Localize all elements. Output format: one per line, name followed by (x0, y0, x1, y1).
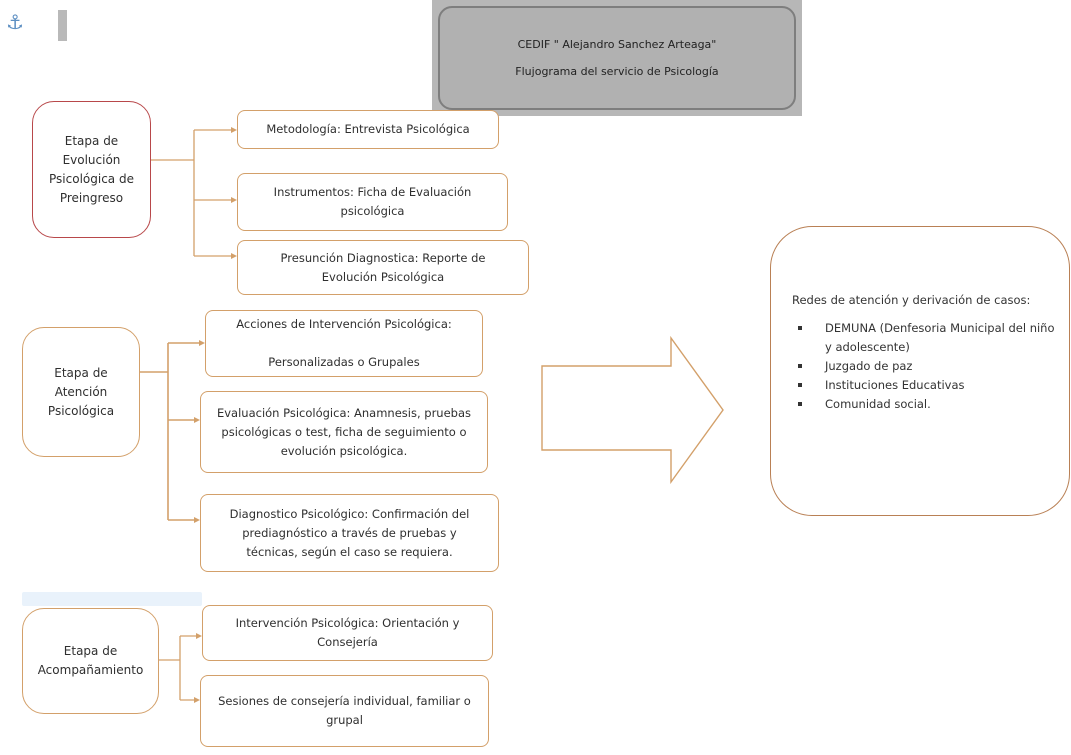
step-text: Presunción Diagnostica: Reporte de Evolu… (280, 250, 486, 284)
step-text: Metodología: Entrevista Psicológica (266, 122, 470, 136)
networks-title: Redes de atención y derivación de casos: (792, 293, 1031, 307)
connector-stage3 (159, 635, 200, 701)
faint-highlight (22, 592, 202, 606)
list-item: Comunidad social. (793, 395, 1063, 414)
stage-label: Etapa de Evolución Psicológica de Preing… (49, 133, 134, 205)
step-text: Sesiones de consejería individual, famil… (218, 694, 471, 727)
step-diagnostico: Diagnostico Psicológico: Confirmación de… (200, 494, 499, 572)
stage-label: Etapa de Acompañamiento (37, 644, 144, 677)
step-text: Instrumentos: Ficha de Evaluación psicol… (273, 185, 472, 218)
step-intervencion: Intervención Psicológica: Orientación y … (202, 605, 493, 661)
connector-stage1 (151, 129, 235, 257)
arrowhead (231, 127, 237, 133)
step-text: Intervención Psicológica: Orientación y … (235, 616, 460, 649)
arrowhead (194, 697, 200, 703)
arrowhead (231, 253, 237, 259)
anchor-icon: ⚓ (6, 10, 24, 34)
connector-stage2 (140, 342, 203, 521)
stage-atencion: Etapa de Atención Psicológica (22, 327, 140, 457)
header-institution: CEDIF " Alejandro Sanchez Arteaga" (517, 38, 717, 51)
step-text: Acciones de Intervención Psicológica: Pe… (236, 317, 452, 369)
step-acciones: Acciones de Intervención Psicológica: Pe… (205, 310, 483, 377)
step-text: Diagnostico Psicológico: Confirmación de… (229, 506, 470, 559)
arrowhead (194, 517, 200, 523)
list-item: DEMUNA (Denfesoria Municipal del niño y … (793, 319, 1063, 357)
arrowhead (194, 417, 200, 423)
toolbar-bar (58, 10, 67, 41)
step-evaluacion: Evaluación Psicológica: Anamnesis, prueb… (200, 391, 488, 473)
step-sesiones: Sesiones de consejería individual, famil… (200, 675, 489, 747)
arrowhead (199, 340, 205, 346)
arrowhead (231, 197, 237, 203)
header-box: CEDIF " Alejandro Sanchez Arteaga" Flujo… (438, 6, 796, 110)
networks-box: Redes de atención y derivación de casos:… (770, 226, 1070, 516)
header-title: Flujograma del servicio de Psicología (515, 65, 719, 78)
stage-preingreso: Etapa de Evolución Psicológica de Preing… (32, 101, 151, 238)
networks-list: DEMUNA (Denfesoria Municipal del niño y … (793, 319, 1063, 414)
step-metodologia: Metodología: Entrevista Psicológica (237, 110, 499, 149)
header-banner: CEDIF " Alejandro Sanchez Arteaga" Flujo… (432, 0, 802, 116)
big-arrow-icon (541, 336, 724, 485)
step-instrumentos: Instrumentos: Ficha de Evaluación psicol… (237, 173, 508, 231)
stage-label: Etapa de Atención Psicológica (47, 365, 115, 418)
list-item: Instituciones Educativas (793, 376, 1063, 395)
step-presuncion: Presunción Diagnostica: Reporte de Evolu… (237, 240, 529, 295)
arrowhead (196, 633, 202, 639)
step-text: Evaluación Psicológica: Anamnesis, prueb… (216, 405, 472, 458)
list-item: Juzgado de paz (793, 357, 1063, 376)
stage-acompanamiento: Etapa de Acompañamiento (22, 608, 159, 714)
